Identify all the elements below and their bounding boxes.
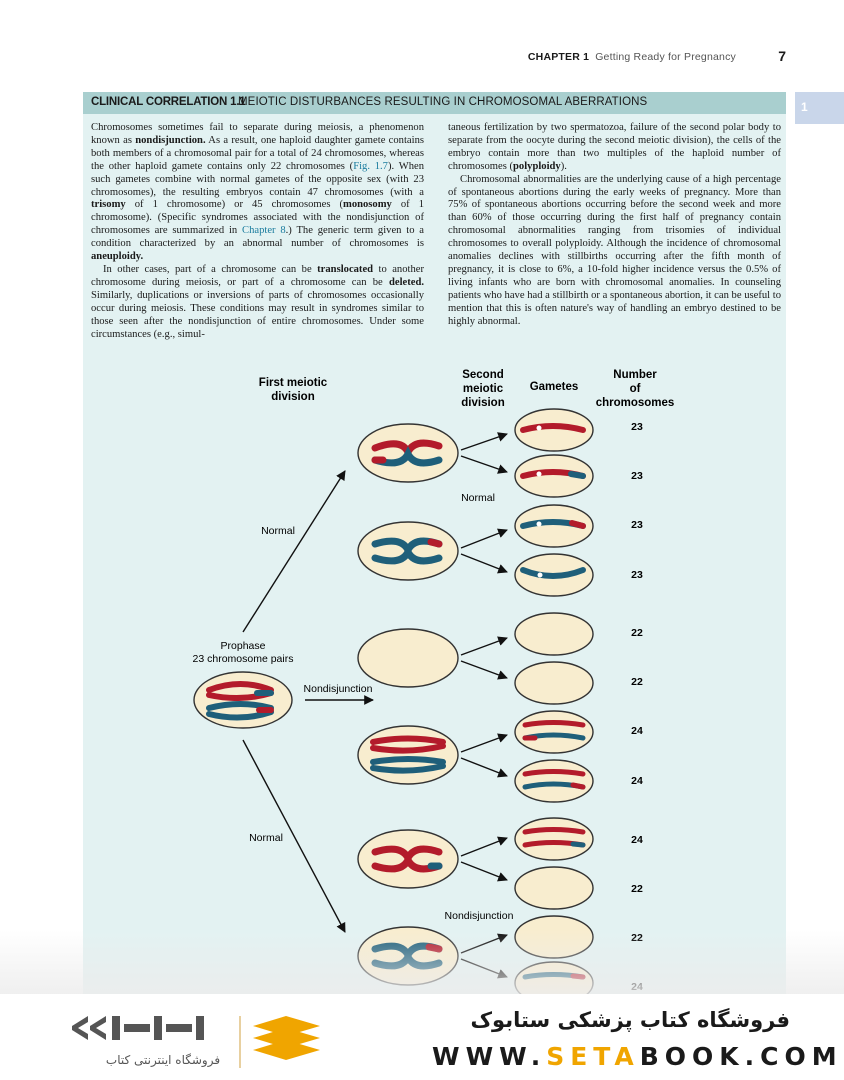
chapter-title: Getting Ready for Pregnancy bbox=[595, 51, 736, 63]
count-label: 24 bbox=[631, 775, 643, 787]
paragraph: Chromosomal abnormalities are the underl… bbox=[448, 173, 781, 327]
meiosis-diagram: First meiotic division Second meiotic di… bbox=[193, 369, 675, 997]
header-second-meiotic-3: division bbox=[461, 397, 504, 409]
chapter-link[interactable]: Chapter 8 bbox=[242, 225, 286, 237]
label-normal: Normal bbox=[249, 832, 283, 844]
gamete bbox=[514, 817, 594, 861]
watermark-footer bbox=[0, 994, 844, 1080]
header-number: Number bbox=[613, 369, 657, 381]
paragraph: Chromosomes sometimes fail to separate d… bbox=[91, 122, 425, 263]
label-normal: Normal bbox=[261, 525, 295, 537]
count-label: 22 bbox=[631, 883, 643, 895]
prophase-cell bbox=[193, 671, 293, 729]
chapter-heading: CHAPTER 1 Getting Ready for Pregnancy bbox=[528, 51, 736, 63]
paragraph: taneous fertilization by two spermatozoa… bbox=[448, 122, 781, 172]
paragraph: In other cases, part of a chromosome can… bbox=[91, 263, 424, 340]
cell-normal-red bbox=[357, 829, 459, 889]
arrow bbox=[242, 470, 346, 633]
header-second-meiotic-2: meiotic bbox=[463, 383, 504, 395]
header-first-meiotic: First meiotic bbox=[259, 377, 328, 389]
gamete bbox=[514, 866, 594, 910]
cell-normal-blue bbox=[357, 521, 459, 581]
box-title: MEIOTIC DISTURBANCES RESULTING IN CHROMO… bbox=[238, 96, 648, 108]
gamete bbox=[514, 504, 594, 548]
setabook-logo: فروشگاه اینترنتی کتاب bbox=[72, 1016, 320, 1068]
cell-normal-red bbox=[357, 423, 459, 483]
label-prophase: Prophase bbox=[221, 640, 266, 652]
header-gametes: Gametes bbox=[530, 381, 579, 393]
count-label: 22 bbox=[631, 627, 643, 639]
label-nondisjunction: Nondisjunction bbox=[445, 910, 514, 922]
gamete bbox=[514, 553, 594, 597]
store-name: فروشگاه کتاب پزشکی ستابوک bbox=[470, 1008, 790, 1032]
cell-empty bbox=[357, 628, 459, 688]
bottom-fade bbox=[0, 930, 844, 1000]
header-first-meiotic-2: division bbox=[271, 391, 314, 403]
text-column-right: taneous fertilization by two spermatozoa… bbox=[448, 122, 781, 329]
count-label: 23 bbox=[631, 470, 643, 482]
side-tab-number: 1 bbox=[801, 100, 808, 114]
store-url: WWW.SETABOOK.COM bbox=[432, 1042, 843, 1071]
count-label: 22 bbox=[631, 676, 643, 688]
count-label: 23 bbox=[631, 421, 643, 433]
gamete bbox=[514, 612, 594, 656]
count-label: 24 bbox=[631, 834, 643, 846]
box-header: CLINICAL CORRELATION 1.1 MEIOTIC DISTURB… bbox=[83, 92, 786, 114]
page-header: CHAPTER 1 Getting Ready for Pregnancy 7 bbox=[0, 48, 844, 68]
page-number: 7 bbox=[778, 48, 786, 64]
figure-link[interactable]: Fig. 1.7 bbox=[353, 160, 388, 172]
logo-caption: فروشگاه اینترنتی کتاب bbox=[106, 1053, 220, 1068]
gamete bbox=[514, 661, 594, 705]
count-label: 24 bbox=[631, 725, 643, 737]
chapter-side-tab: 1 bbox=[795, 92, 844, 124]
text-column-left: Chromosomes sometimes fail to separate d… bbox=[91, 122, 424, 341]
header-number-3: chromosomes bbox=[596, 397, 675, 409]
header-second-meiotic: Second bbox=[462, 369, 504, 381]
label-prophase-2: 23 chromosome pairs bbox=[193, 653, 294, 665]
chapter-label: CHAPTER 1 bbox=[527, 51, 590, 63]
gamete bbox=[514, 710, 594, 754]
count-label: 23 bbox=[631, 569, 643, 581]
label-normal: Normal bbox=[461, 492, 495, 504]
gamete bbox=[514, 759, 594, 803]
label-nondisjunction: Nondisjunction bbox=[304, 683, 373, 695]
arrow bbox=[242, 739, 346, 933]
count-label: 23 bbox=[631, 519, 643, 531]
box-label: CLINICAL CORRELATION 1.1 bbox=[91, 96, 246, 108]
gamete bbox=[514, 454, 594, 498]
gamete bbox=[514, 408, 594, 452]
cell-double bbox=[357, 725, 459, 785]
header-number-2: of bbox=[630, 383, 641, 395]
